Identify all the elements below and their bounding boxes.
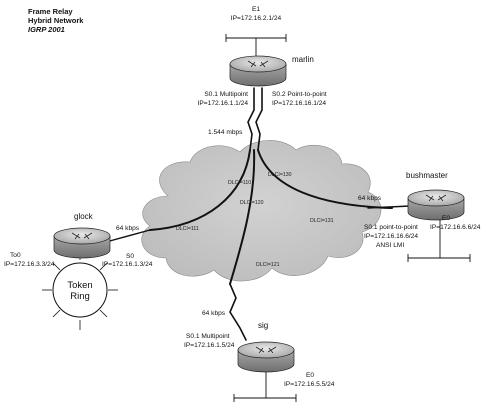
dlci-121: DLCI=121 [256,262,280,268]
token-ring-circle [52,262,108,318]
sig-s01-name: S0.1 Multipoint [186,333,230,340]
sig-e0-ip: IP=172.16.5.5/24 [284,381,335,388]
bushmaster-e0-ip: IP=172.16.6.6/24 [430,224,481,231]
router-bushmaster-icon[interactable] [407,189,465,221]
dlci-110: DLCI=110 [228,180,251,186]
diagram-title: Frame Relay Hybrid Network IGRP 2001 [28,7,84,34]
sig-labels: 64 kbps sig S0.1 Multipoint IP=172.16.1.… [184,310,335,388]
token-ring: Token Ring [42,244,118,330]
bushmaster-labels: bushmaster 64 kbps E0 IP=172.16.6.6/24 S… [358,171,481,249]
bushmaster-lmi: ANSI LMI [376,242,404,249]
sig-s01-ip: IP=172.16.1.5/24 [184,342,235,349]
bushmaster-name: bushmaster [406,171,448,180]
glock-s0-name: S0 [126,253,134,260]
ethernet-segments [225,34,471,402]
sig-name: sig [258,321,268,330]
token-ring-label-1: Token [67,280,92,291]
marlin-labels: E1 IP=172.16.2.1/24 marlin S0.1 Multipoi… [198,6,327,136]
sig-serial-link [229,283,247,341]
router-glock-icon[interactable] [53,227,111,259]
token-ring-label-2: Ring [70,291,90,302]
bushmaster-s01-name: S0.1 point-to-point [364,224,418,231]
title-line-3: IGRP 2001 [28,25,65,34]
pvc-sig [229,149,256,285]
marlin-s02-name: S0.2 Point-to-point [272,91,327,98]
frame-relay-cloud [141,140,382,282]
marlin-trunk-link [247,87,255,151]
router-marlin-icon[interactable] [229,55,287,87]
sig-link-speed: 64 kbps [202,310,226,317]
marlin-s02-ip: IP=172.16.16.1/24 [272,100,326,107]
marlin-link-speed: 1.544 mbps [208,129,243,136]
marlin-e1-name: E1 [252,6,260,13]
glock-s0-ip: IP=172.16.1.3/24 [102,261,153,268]
dlci-130: DLCI=130 [268,172,292,178]
bushmaster-e0-name: E0 [442,215,450,222]
glock-link-speed: 64 kbps [116,225,140,232]
marlin-e1-ip: IP=172.16.2.1/24 [231,15,282,22]
dlci-120: DLCI=120 [240,200,264,206]
bushmaster-serial-link [367,205,411,209]
sig-e0-name: E0 [306,372,314,379]
dlci-labels: DLCI=110 DLCI=130 DLCI=120 DLCI=111 DLCI… [176,172,334,268]
marlin-trunk-link-2 [255,87,263,151]
pvc-glock [149,149,251,231]
glock-to0-ip: IP=172.16.3.3/24 [4,261,55,268]
title-line-1: Frame Relay [28,7,73,16]
marlin-s01-ip: IP=172.16.1.1/24 [198,100,249,107]
glock-to0-name: To0 [10,252,21,259]
glock-serial-link [105,229,151,243]
glock-labels: glock 64 kbps S0 IP=172.16.1.3/24 To0 IP… [4,212,153,268]
title-line-2: Hybrid Network [28,16,84,25]
dlci-131: DLCI=131 [310,218,334,224]
router-sig-icon[interactable] [237,341,295,373]
marlin-s01-name: S0.1 Multipoint [204,91,248,98]
links [105,87,411,341]
glock-name: glock [74,212,94,221]
bushmaster-link-speed: 64 kbps [358,195,382,202]
pvc-bushmaster [257,149,393,209]
marlin-name: marlin [292,55,314,64]
dlci-111: DLCI=111 [176,226,199,232]
bushmaster-s01-ip: IP=172.16.16.6/24 [364,233,418,240]
